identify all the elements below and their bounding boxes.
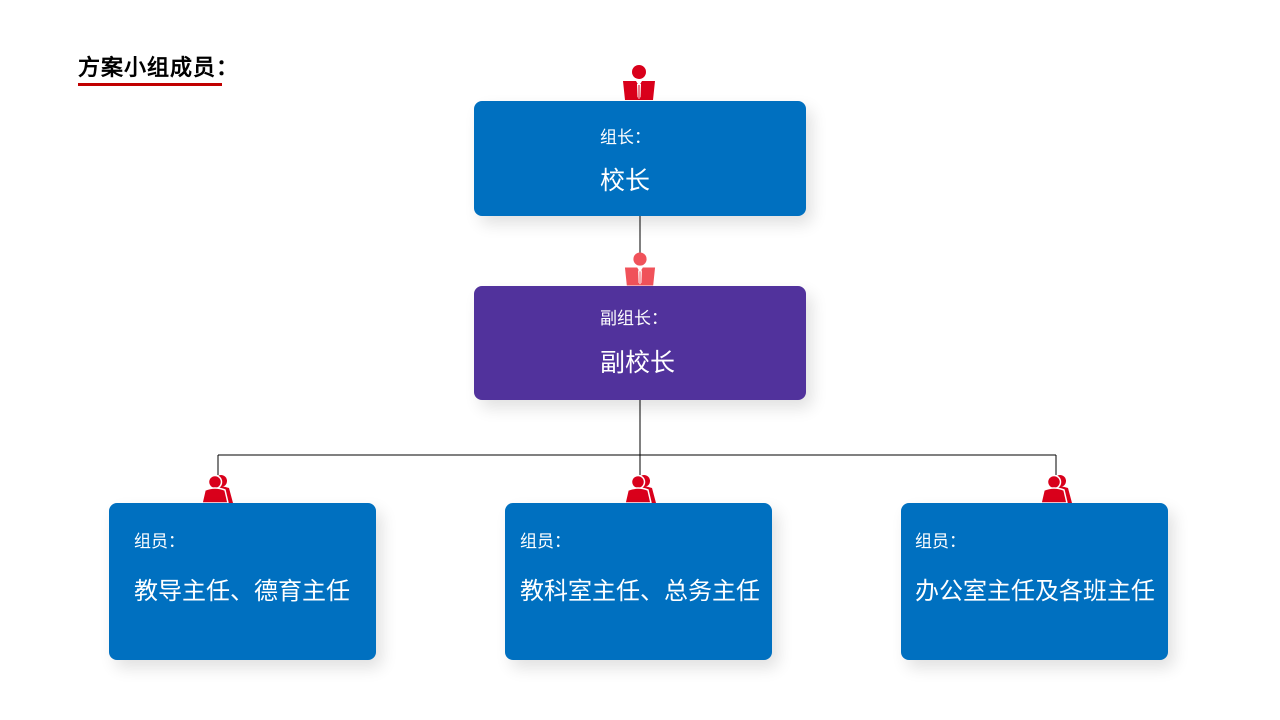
deputy-role-label: 副组长： — [600, 309, 668, 329]
member-role-label: 组员： — [915, 532, 966, 552]
deputy-name: 副校长 — [600, 348, 676, 377]
leader-person-icon — [623, 65, 655, 100]
member-box-1: 组员： 教导主任、德育主任 — [109, 503, 376, 660]
leader-box: 组长： 校长 — [474, 101, 806, 216]
member-box-2: 组员： 教科室主任、总务主任 — [505, 503, 772, 660]
member-role-label: 组员： — [520, 532, 571, 552]
leader-name: 校长 — [600, 166, 651, 195]
group-people-icon — [625, 474, 656, 503]
member-names: 教导主任、德育主任 — [134, 577, 350, 605]
member-role-label: 组员： — [134, 532, 185, 552]
member-names: 办公室主任及各班主任 — [915, 577, 1155, 605]
group-people-icon — [202, 474, 233, 503]
page-title: 方案小组成员： — [78, 56, 240, 81]
member-names: 教科室主任、总务主任 — [520, 577, 760, 605]
title-underline — [78, 83, 222, 86]
deputy-box: 副组长： 副校长 — [474, 286, 806, 400]
group-people-icon — [1041, 474, 1072, 503]
leader-role-label: 组长： — [600, 128, 651, 148]
member-box-3: 组员： 办公室主任及各班主任 — [901, 503, 1168, 660]
deputy-person-icon — [624, 252, 656, 286]
